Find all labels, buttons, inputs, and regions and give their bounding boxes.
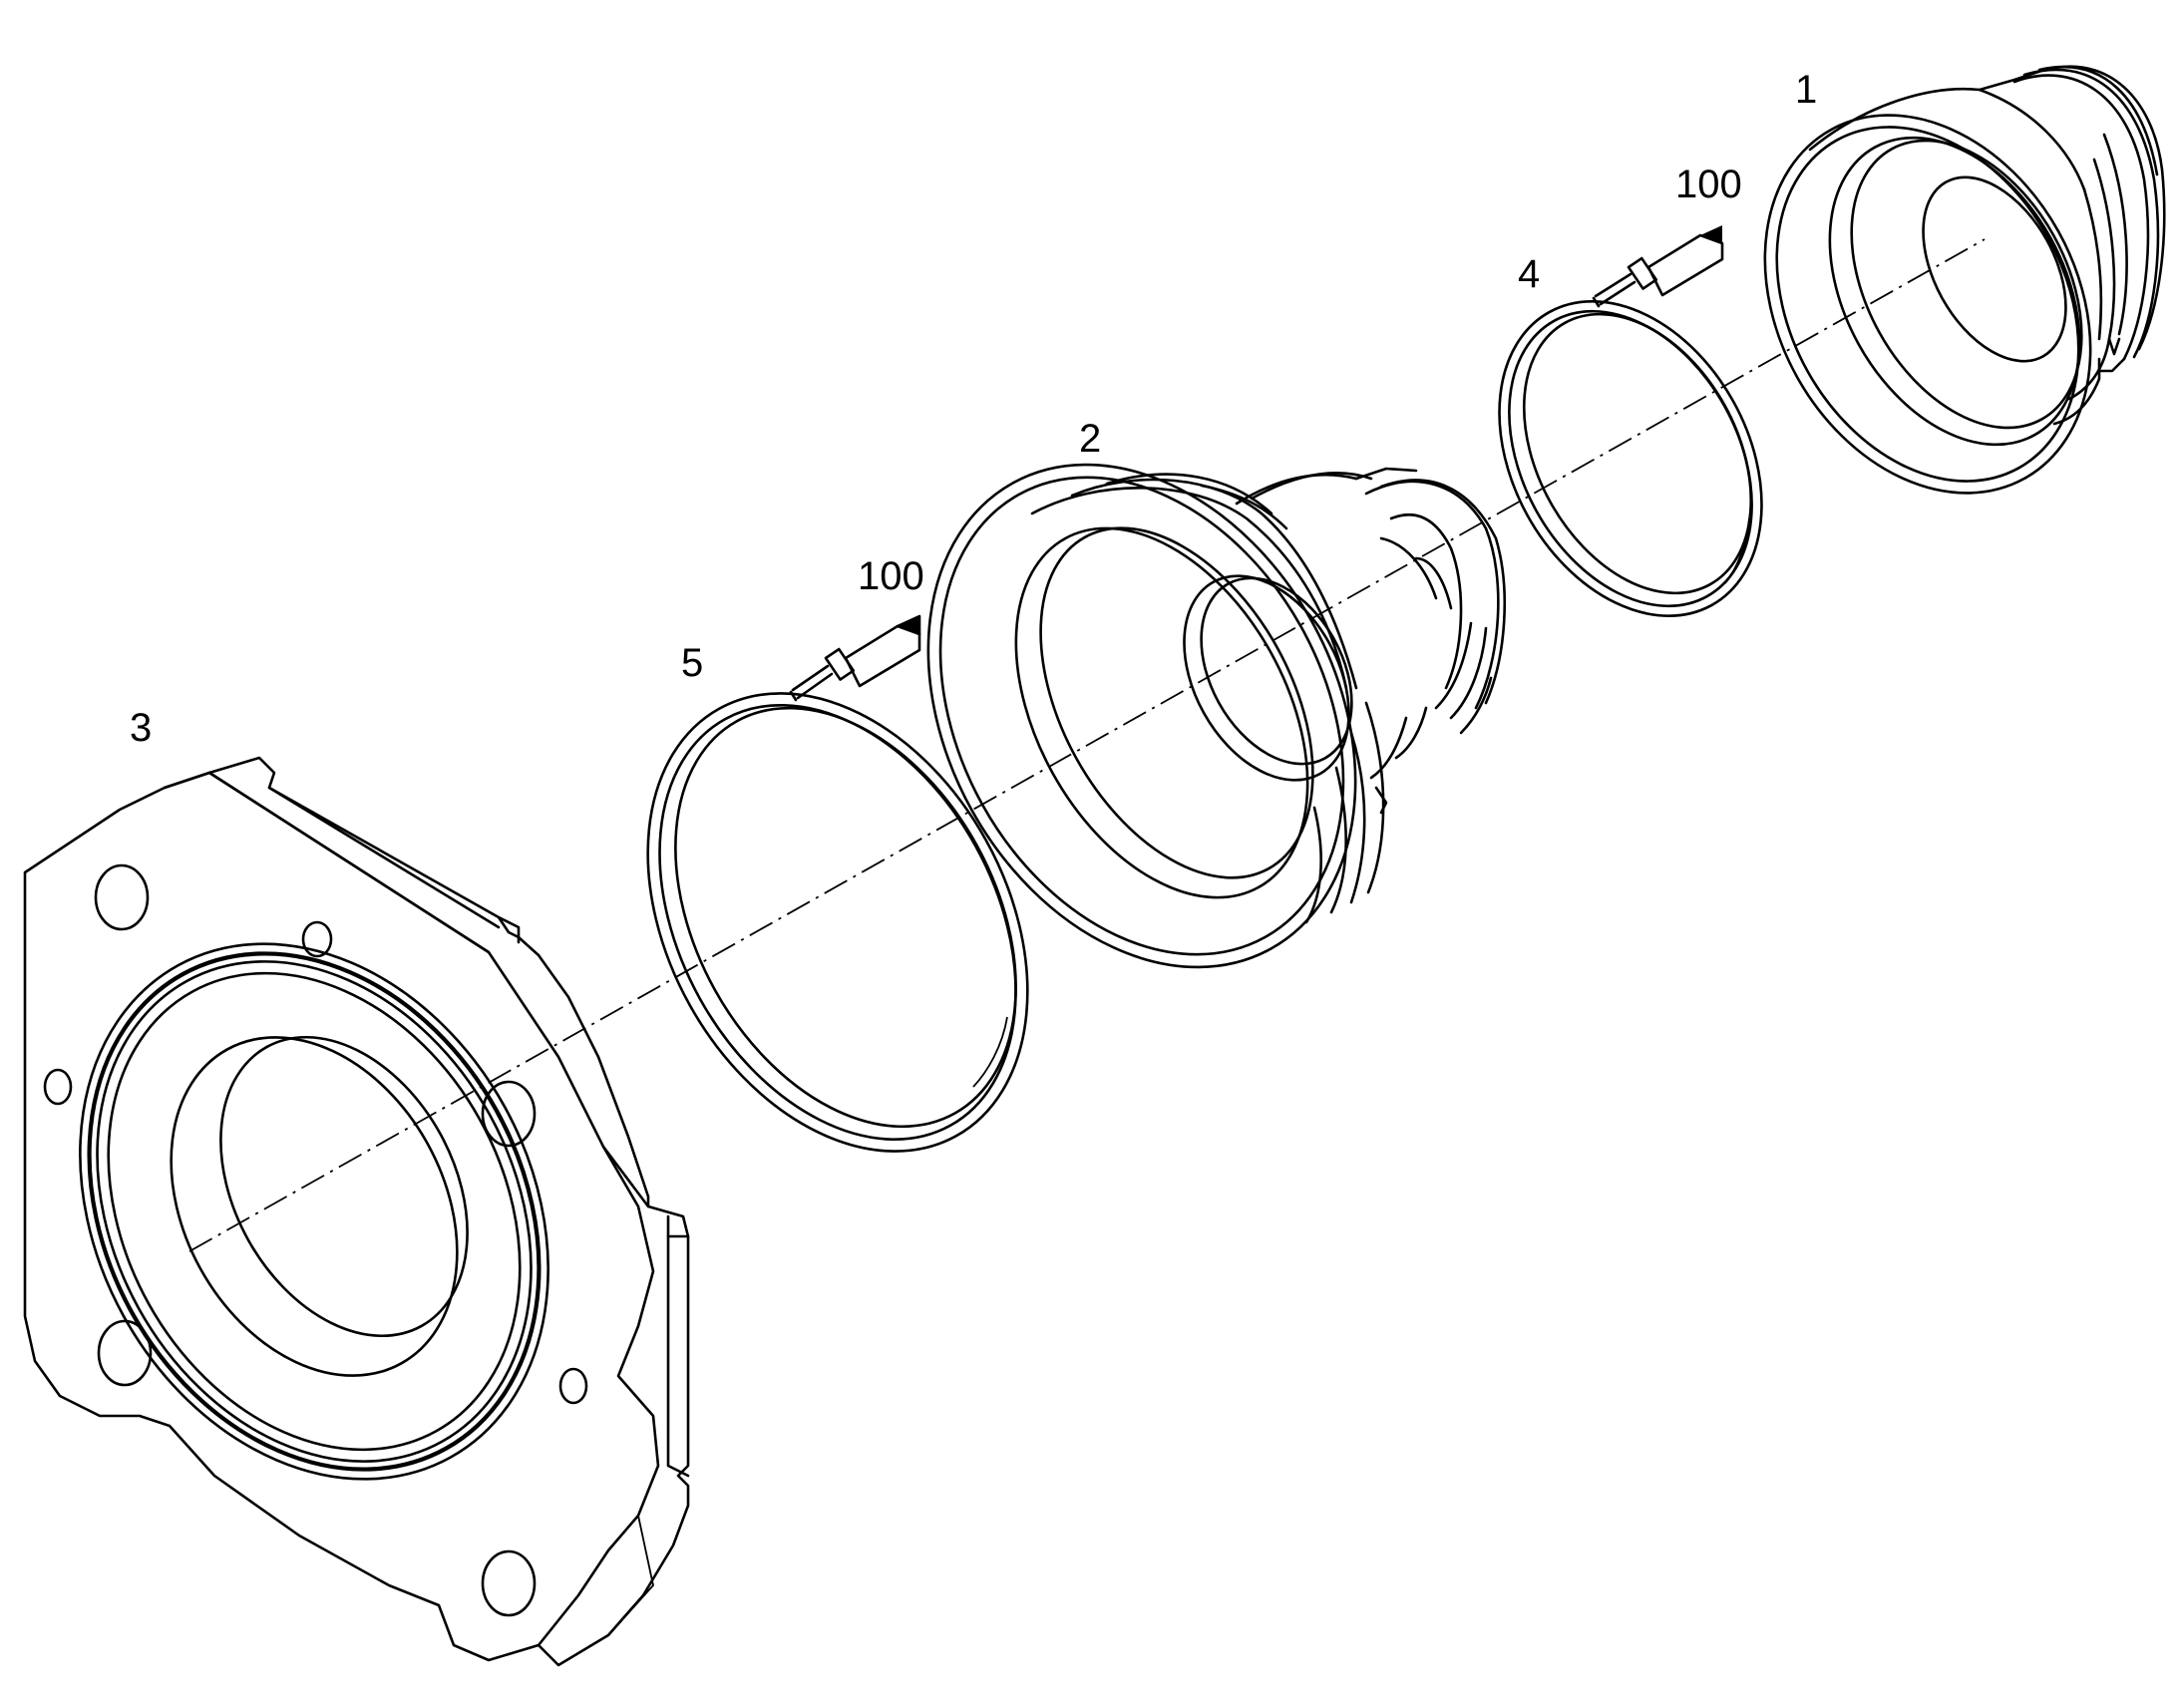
callout-part-4: 4: [1518, 252, 1541, 296]
callout-part-2: 2: [1079, 417, 1102, 461]
part-3-housing: [23, 756, 690, 1667]
callout-sealant-lower: 100: [858, 554, 924, 598]
bolt-hole-lower-left: [97, 1319, 153, 1387]
sealant-tube-icon: [1592, 225, 1724, 308]
callout-part-5: 5: [681, 641, 704, 685]
housing-seal-ring: [87, 951, 542, 1472]
bolt-hole-small-left: [43, 1068, 73, 1106]
part-2-insert: [926, 463, 1506, 969]
housing-bore-front: [170, 1036, 459, 1377]
housing-seal-ring-outer: [79, 942, 549, 1481]
bolt-hole-small-upper: [301, 920, 333, 958]
bolt-hole-upper-left: [94, 863, 150, 931]
part-4-o-ring: [1498, 300, 1763, 617]
housing-bore-back: [219, 1035, 469, 1338]
bolt-hole-small-right: [558, 1367, 588, 1405]
part-5-o-ring: [646, 692, 1029, 1153]
part-1-sleeve: [1763, 65, 2166, 495]
callout-part-1: 1: [1795, 68, 1818, 112]
callout-sealant-upper: 100: [1675, 163, 1742, 206]
sealant-tube-icon: [789, 614, 921, 702]
bolt-hole-lower-right: [481, 1549, 537, 1617]
bolt-hole-right: [481, 1080, 537, 1148]
callout-part-3: 3: [130, 706, 153, 750]
